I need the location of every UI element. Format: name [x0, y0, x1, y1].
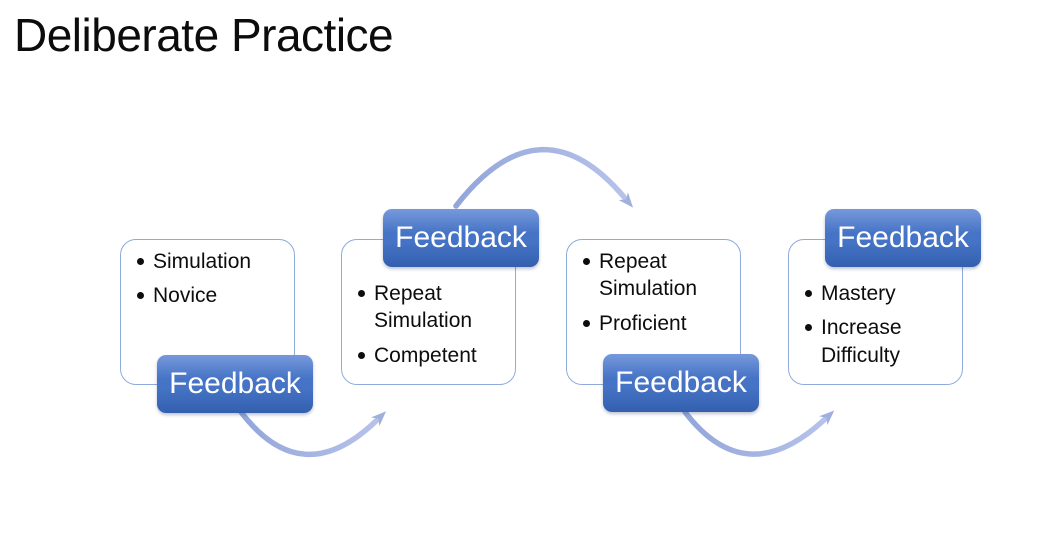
- curved-arrow-2: [453, 147, 634, 209]
- curved-arrow-1: [238, 409, 387, 457]
- feedback-badge-1: Feedback: [157, 355, 313, 413]
- feedback-badge-3: Feedback: [603, 354, 759, 412]
- slide-title: Deliberate Practice: [14, 9, 394, 61]
- bullet-item: Mastery: [803, 280, 956, 307]
- bullet-list-1: Simulation Novice: [121, 240, 294, 310]
- bullet-item: Increase Difficulty: [803, 314, 956, 369]
- bullet-item: Repeat Simulation: [581, 248, 734, 303]
- bullet-item: Repeat Simulation: [356, 280, 509, 335]
- feedback-badge-4: Feedback: [825, 209, 981, 267]
- bullet-item: Simulation: [135, 248, 288, 275]
- bullet-list-4: Mastery Increase Difficulty: [789, 240, 962, 369]
- bullet-list-2: Repeat Simulation Competent: [342, 240, 515, 369]
- feedback-badge-2: Feedback: [383, 209, 539, 267]
- bullet-item: Novice: [135, 282, 288, 309]
- bullet-list-3: Repeat Simulation Proficient: [567, 240, 740, 337]
- bullet-item: Competent: [356, 342, 509, 369]
- curved-arrow-3: [682, 409, 835, 457]
- bullet-item: Proficient: [581, 310, 734, 337]
